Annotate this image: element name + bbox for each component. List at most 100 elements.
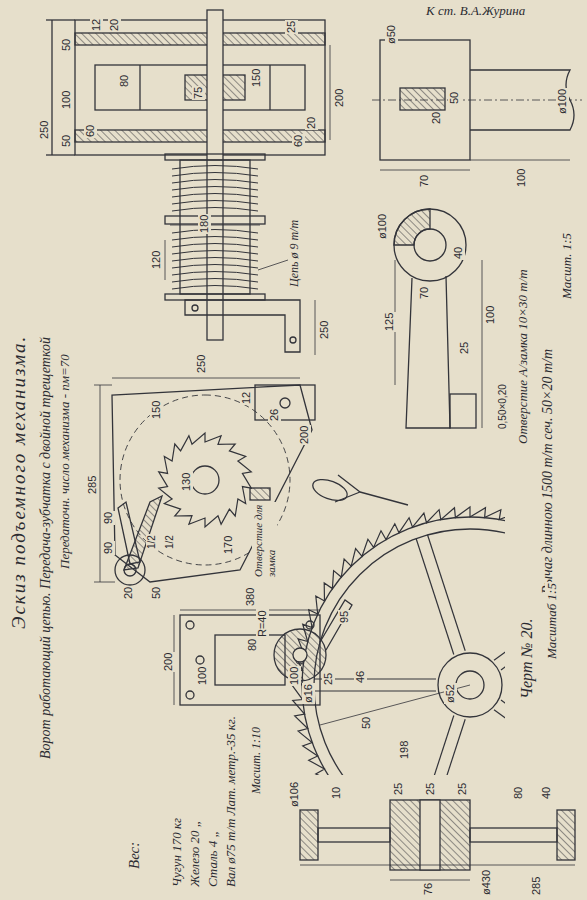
- gear-spoke: [501, 598, 505, 670]
- hub-section: [420, 800, 440, 870]
- dimension-text: 20: [108, 18, 121, 32]
- dimension-text: 25: [456, 782, 469, 796]
- ratchet-frame: [100, 385, 101, 582]
- pawl: [274, 600, 470, 725]
- gear-spoke: [494, 710, 505, 775]
- hub-section: [300, 800, 575, 880]
- note-text: Отверстие для замка: [252, 502, 277, 578]
- note-text: Отверстие А/замка 10×30 m/m: [516, 268, 531, 445]
- dimension-text: 120: [150, 250, 163, 270]
- drum-assembly: [269, 65, 270, 110]
- gear-spoke: [314, 690, 436, 691]
- lever: [394, 209, 482, 428]
- dimension-text: 200: [333, 88, 346, 108]
- dimension-text: 200: [298, 425, 311, 445]
- dimension-text: ø106: [288, 781, 301, 808]
- dimension-text: 50: [360, 716, 373, 730]
- base-plate: [180, 610, 320, 611]
- dimension-text: 80: [512, 786, 525, 800]
- gear-spoke: [428, 535, 466, 651]
- dimension-text: 25: [285, 20, 298, 34]
- dimension-text: 10: [330, 786, 343, 800]
- dimension-text: 1/2: [164, 534, 176, 550]
- dimension-text: ø100: [376, 213, 389, 240]
- sheet-title: Эскиз подъемного механизма.: [8, 334, 30, 630]
- drum-assembly: [46, 10, 330, 355]
- dimension-text: 90: [102, 541, 115, 555]
- dimension-text: 285: [86, 475, 99, 495]
- base-plate: [186, 691, 194, 699]
- note-text: Чугун 170 кг: [170, 817, 185, 888]
- chain-coil: [172, 166, 258, 290]
- hub-section: [470, 828, 557, 842]
- dimension-text: 198: [398, 740, 411, 760]
- drum-assembly: [51, 20, 52, 155]
- drum-assembly: [46, 154, 75, 155]
- base-plate: [186, 621, 194, 629]
- lever: [450, 394, 476, 428]
- crank-handle: [310, 475, 408, 505]
- dimension-text: 180: [198, 214, 211, 234]
- hub-section: [557, 810, 575, 860]
- dimension-text: 75: [192, 86, 205, 100]
- dimension-text: 250: [38, 120, 51, 140]
- lever: [394, 209, 466, 281]
- dimension-text: 125: [383, 312, 396, 332]
- lever: [482, 260, 483, 428]
- drum-assembly: [46, 19, 75, 20]
- note-text: Рычаг длинною 1500 m/m сеч. 50×20 m/m: [540, 348, 556, 595]
- dimension-text: 100: [196, 666, 209, 686]
- ratchet-frame: [280, 398, 290, 408]
- dimension-text: 25: [458, 341, 471, 355]
- dimension-text: 70: [418, 174, 431, 188]
- ratchet-frame: [118, 502, 140, 564]
- ratchet-teeth: [159, 433, 252, 527]
- dimension-text: 1/2: [146, 534, 158, 550]
- drum-assembly: [165, 294, 265, 300]
- note-text: Черт № 20.: [518, 617, 536, 700]
- ratchet-frame: [255, 385, 315, 420]
- dimension-text: 250: [318, 320, 331, 340]
- dimension-text: 130: [180, 472, 193, 492]
- drum-assembly: [75, 20, 325, 155]
- dimension-text: 50: [448, 91, 461, 105]
- dimension-text: 80: [246, 638, 259, 652]
- dimension-text: 95: [338, 610, 351, 624]
- drum-assembly: [75, 33, 325, 45]
- dimension-text: 50: [150, 586, 163, 600]
- pawl: [293, 648, 307, 662]
- drum-assembly: [165, 154, 265, 160]
- ratchet-frame: [124, 496, 162, 570]
- drum-assembly: [192, 305, 198, 311]
- gear-spoke: [494, 589, 505, 661]
- dimension-text: 25: [392, 782, 405, 796]
- dimension-text: 50: [60, 134, 73, 148]
- shaft-block: [380, 170, 470, 171]
- ratchet-frame: [250, 488, 270, 500]
- dimension-text: 12: [90, 18, 103, 32]
- dimension-text: 200: [162, 652, 175, 672]
- gear-spoke: [501, 700, 505, 772]
- dimension-text: ø50: [385, 24, 398, 45]
- dimension-text: 380: [244, 587, 257, 607]
- gear-wheel: [302, 517, 505, 775]
- ratchet-frame: [94, 582, 115, 583]
- hub-section: [318, 828, 390, 842]
- dimension-text: 26: [268, 408, 281, 422]
- gear-wheel: [292, 507, 505, 775]
- gear-spoke: [416, 716, 454, 776]
- drum-assembly: [330, 45, 331, 140]
- drum-assembly: [207, 10, 223, 340]
- note-text: Вал ø75 m/m Лат. метр.-35 кг.: [224, 715, 239, 888]
- dimension-text: 100: [60, 90, 73, 110]
- drum-assembly: [315, 300, 316, 355]
- dimension-text: 25: [322, 672, 335, 686]
- drum-assembly: [185, 300, 300, 352]
- dimension-text: 70: [418, 286, 431, 300]
- lever: [406, 276, 450, 428]
- ratchet-frame: [94, 378, 315, 585]
- note-text: Масштаб 1:5: [545, 582, 560, 660]
- shaft-block: [372, 40, 582, 170]
- ratchet-frame: [94, 385, 112, 386]
- dimension-text: 76: [422, 882, 435, 896]
